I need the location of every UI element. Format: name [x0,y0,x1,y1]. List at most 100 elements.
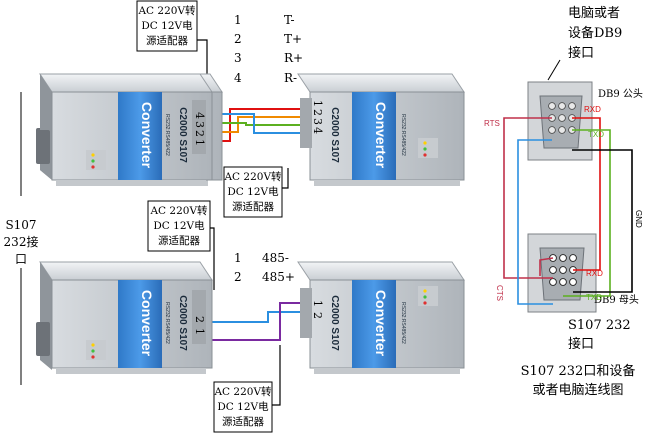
svg-text:AC 220V转: AC 220V转 [213,385,272,398]
wire-cts [517,139,553,305]
svg-text:2: 2 [311,109,324,116]
svg-text:232接: 232接 [4,234,39,249]
rs422-legend: 1 T- 2 T+ 3 R+ 4 R- [234,13,303,85]
svg-text:1: 1 [193,328,206,335]
wire-rts [503,117,553,279]
pc-label: 电脑或者 设备DB9 接口 [568,6,622,61]
wire-rxd [572,117,601,271]
device-interface: RS232:RS485/422 [164,302,170,344]
svg-text:设备DB9: 设备DB9 [568,25,622,41]
diagram-caption: S107 232口和设备 或者电脑连线图 [521,363,636,398]
svg-text:源适配器: 源适配器 [232,200,274,213]
adapter-box-3: AC 220V转 DC 12V电 源适配器 [147,200,211,252]
svg-text:DC 12V电: DC 12V电 [153,219,205,232]
svg-text:TXD: TXD [588,130,604,139]
device-top-left: Converter C2000 S107 RS232:RS485/422 4 3… [36,73,213,186]
svg-text:DC 12V电: DC 12V电 [217,400,269,413]
device-interface: RS232:RS485/422 [400,114,406,156]
device-top-right: Converter C2000 S107 RS232:RS485/422 1 2… [297,73,465,186]
svg-text:AC 220V转: AC 220V转 [223,170,282,183]
port-numbers-top-right: 1 2 3 4 [311,100,324,134]
svg-text:2: 2 [234,270,242,284]
svg-text:2: 2 [311,312,324,319]
svg-text:GND: GND [634,210,643,228]
device-model: C2000 S107 [177,107,188,163]
svg-text:RXD: RXD [586,269,603,278]
svg-text:3: 3 [234,51,242,65]
svg-text:1: 1 [311,100,324,107]
port-numbers-bottom-right: 1 2 [311,300,324,319]
svg-text:485+: 485+ [262,270,295,284]
device-interface: RS232:RS485/422 [164,114,170,156]
svg-text:3: 3 [193,121,206,128]
adapter-box-1: AC 220V转 DC 12V电 源适配器 [136,0,198,52]
svg-text:4: 4 [193,112,206,119]
db9-male-connector [527,81,593,161]
device-interface: RS232:RS485/422 [400,302,406,344]
svg-text:T-: T- [284,13,295,27]
port-numbers-bottom-left: 2 1 [193,316,206,335]
svg-text:S107 232口和设备: S107 232口和设备 [521,363,636,379]
svg-text:1: 1 [234,251,242,265]
svg-text:1: 1 [234,13,242,27]
svg-text:或者电脑连线图: 或者电脑连线图 [532,382,623,398]
s107-side-label: S107 232接 口 [4,92,39,385]
svg-text:2: 2 [193,130,206,137]
db9-signal-labels: RTS RXD TXD GND CTS RXD TXD [484,105,643,302]
db9-wires [503,117,633,305]
s107-port-label: S107 232 接口 [568,318,631,352]
svg-text:T+: T+ [284,32,302,46]
svg-text:2: 2 [234,32,242,46]
svg-text:485-: 485- [262,251,289,265]
device-model: C2000 S107 [329,295,340,351]
device-model: C2000 S107 [329,107,340,163]
svg-text:4: 4 [311,127,324,134]
svg-text:R+: R+ [284,51,303,65]
rs485-legend: 1 485- 2 485+ [234,251,295,284]
svg-text:1: 1 [193,139,206,146]
device-brand: Converter [373,290,389,357]
svg-text:AC 220V转: AC 220V转 [149,204,208,217]
wire-r-plus [207,122,300,126]
svg-text:CTS: CTS [495,285,504,301]
device-bottom-right: Converter C2000 S107 RS232:RS485/422 1 2 [297,261,465,374]
wire-gnd [572,149,633,293]
svg-text:AC 220V转: AC 220V转 [137,4,196,17]
wire-485-minus [205,311,305,323]
svg-text:接口: 接口 [568,336,594,352]
rs485-wires [205,302,305,341]
svg-text:源适配器: 源适配器 [146,34,188,47]
svg-text:TXD: TXD [586,293,602,302]
svg-text:S107: S107 [5,218,36,232]
wire-rts-short [539,257,554,276]
svg-text:2: 2 [193,316,206,323]
wire-485-plus [205,302,305,341]
svg-text:S107 232: S107 232 [568,318,631,333]
svg-text:口: 口 [15,252,27,266]
adapter-box-4: AC 220V转 DC 12V电 源适配器 [213,381,273,433]
db9-female-label: DB9 母头 [594,294,639,306]
svg-text:RXD: RXD [584,105,601,114]
svg-text:接口: 接口 [568,45,594,61]
adapter-box-2: AC 220V转 DC 12V电 源适配器 [223,166,283,218]
device-brand: Converter [373,102,389,169]
svg-text:1: 1 [311,300,324,307]
device-brand: Converter [139,290,155,357]
device-bottom-left: Converter C2000 S107 RS232:RS485/422 2 1 [36,261,213,374]
svg-text:源适配器: 源适配器 [158,234,200,247]
svg-text:DC 12V电: DC 12V电 [227,185,279,198]
device-model: C2000 S107 [177,295,188,351]
svg-text:R-: R- [284,71,297,85]
db9-male-label: DB9 公头 [598,88,643,100]
svg-text:3: 3 [311,118,324,125]
wire-txd [563,129,611,297]
device-brand: Converter [139,102,155,169]
svg-text:4: 4 [234,71,242,85]
svg-text:DC 12V电: DC 12V电 [141,19,193,32]
port-numbers-top-left: 4 3 2 1 [193,112,206,146]
svg-text:源适配器: 源适配器 [222,415,264,428]
svg-text:RTS: RTS [484,119,500,128]
svg-text:电脑或者: 电脑或者 [568,6,620,21]
